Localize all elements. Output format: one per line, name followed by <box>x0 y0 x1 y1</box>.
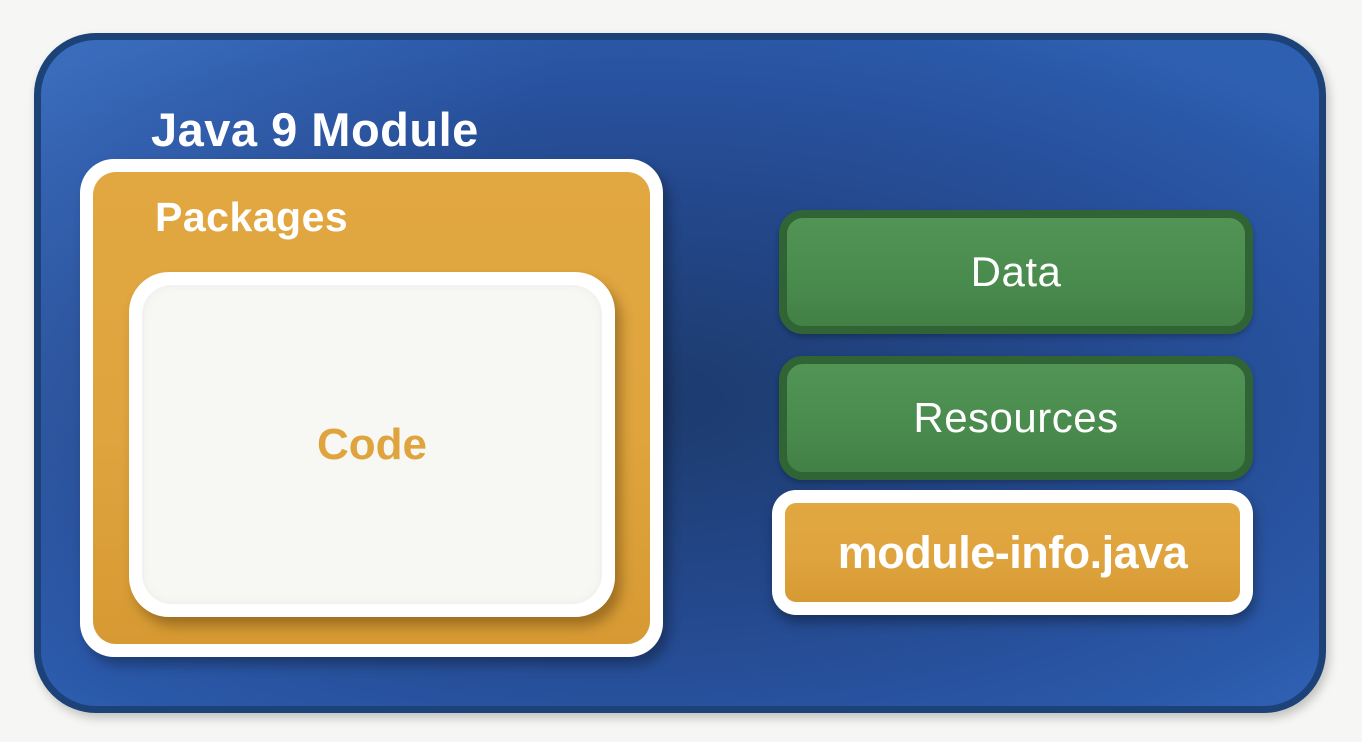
module-title: Java 9 Module <box>151 103 479 156</box>
packages-label: Packages <box>155 194 349 240</box>
code-box: Code <box>129 272 615 617</box>
module-info-box-fill: module-info.java <box>785 503 1240 602</box>
module-info-label: module-info.java <box>837 526 1188 578</box>
packages-box: Packages Code <box>80 159 663 657</box>
code-label: Code <box>317 419 427 469</box>
module-info-box: module-info.java <box>772 490 1253 615</box>
data-label: Data <box>970 248 1062 295</box>
resources-box: Resources <box>779 356 1253 480</box>
data-box: Data <box>779 210 1253 334</box>
resources-label: Resources <box>913 394 1119 441</box>
code-box-fill: Code <box>142 285 602 604</box>
java9-module-container: Java 9 Module Packages Code Data Resourc… <box>34 33 1326 713</box>
